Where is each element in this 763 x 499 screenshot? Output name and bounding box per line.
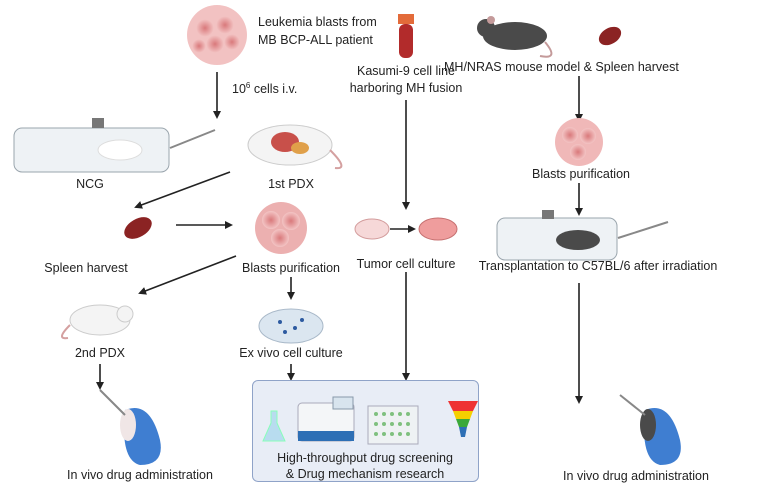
blasts-cluster-icon <box>255 202 307 254</box>
in-vivo-left-label: In vivo drug administration <box>67 468 213 482</box>
transplantation-label: Transplantation to C57BL/6 after irradia… <box>478 259 718 273</box>
tumor-cell-culture-label: Tumor cell culture <box>356 257 456 271</box>
funnel-icon <box>448 401 478 437</box>
arrow <box>138 255 237 295</box>
kasumi-label-line2: harboring MH fusion <box>349 81 463 95</box>
screening-label-line2: & Drug mechanism research <box>285 467 445 481</box>
second-pdx-label: 2nd PDX <box>74 346 126 360</box>
spleen-icon <box>598 26 622 46</box>
liquid-handler-icon <box>297 396 355 442</box>
cells-count: 10 <box>232 82 246 97</box>
black-mouse-icon <box>477 16 553 58</box>
arrow <box>134 171 231 209</box>
injection-hand-icon <box>619 394 681 465</box>
blasts-cluster-icon <box>555 118 603 166</box>
restrainer-tube-icon <box>496 210 669 261</box>
cells-iv-text: cells i.v. <box>250 82 298 97</box>
white-mouse-icon <box>61 304 134 340</box>
restrainer-tube-icon <box>13 118 216 173</box>
injection-hand-icon <box>99 389 161 465</box>
leukemia-label-line2: MB BCP-ALL patient <box>258 33 373 47</box>
flask-icon <box>262 410 286 442</box>
well-plate-icon <box>367 405 419 445</box>
leukemia-label-line1: Leukemia blasts from <box>258 15 377 29</box>
mouse-model-label: MH/NRAS mouse model & Spleen harvest <box>444 60 679 74</box>
first-pdx-label: 1st PDX <box>268 177 314 191</box>
ncg-label: NCG <box>76 177 104 191</box>
screening-label-line1: High-throughput drug screening <box>277 451 453 465</box>
leukemia-blasts-icon <box>187 5 247 65</box>
cells-exponent: 6 <box>245 81 251 90</box>
blood-tube-icon <box>398 14 414 58</box>
screening-box <box>252 380 479 482</box>
blasts-purification-right-label: Blasts purification <box>532 167 630 181</box>
cells-iv-label: 106 cells i.v. <box>232 78 297 97</box>
ex-vivo-label: Ex vivo cell culture <box>239 346 343 360</box>
blasts-purification-left-label: Blasts purification <box>242 261 340 275</box>
spleen-harvest-label: Spleen harvest <box>44 261 128 275</box>
culture-dish-icon <box>354 217 458 241</box>
petri-dish-icon <box>258 308 324 344</box>
spleen-icon <box>124 217 152 239</box>
kasumi-label-line1: Kasumi-9 cell line <box>357 64 455 78</box>
pdx-mouse-icon <box>247 124 343 170</box>
in-vivo-right-label: In vivo drug administration <box>563 469 709 483</box>
screening-graphics <box>262 396 478 445</box>
